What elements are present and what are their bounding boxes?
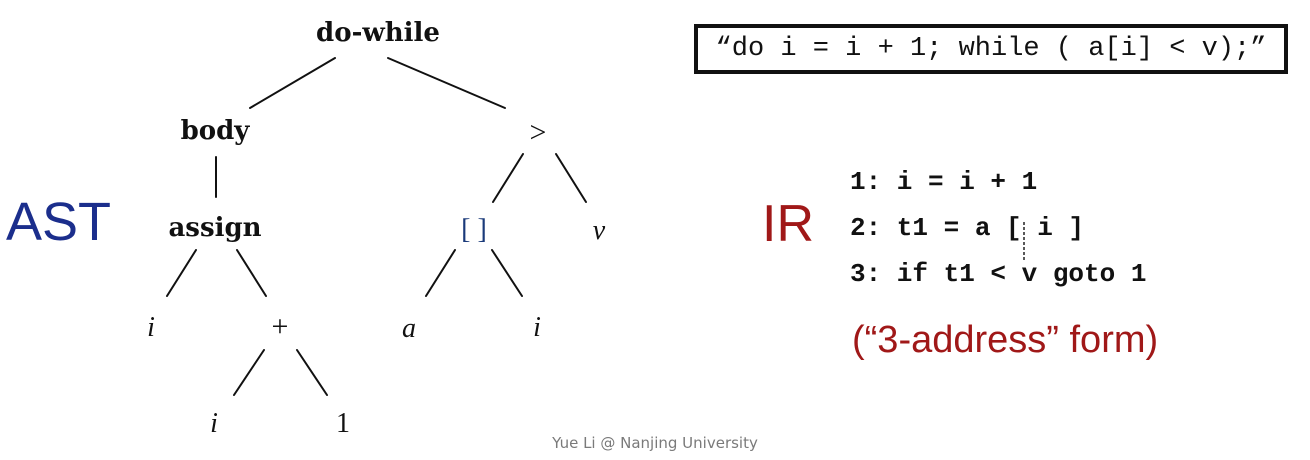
node-greater-than: > (529, 116, 547, 149)
node-i-left: i (147, 312, 155, 343)
edge-gt-index (492, 153, 524, 203)
text-cursor-icon (1023, 222, 1025, 260)
edge-plus-i (233, 349, 265, 396)
node-i-plus: i (210, 408, 218, 439)
edge-assign-i (166, 249, 197, 297)
edge-gt-v (555, 153, 587, 203)
footer-credit: Yue Li @ Nanjing University (552, 434, 758, 452)
node-body: body (180, 116, 250, 146)
ir-form-note: (“3-address” form) (852, 319, 1159, 361)
ir-line-2: 2: t1 = a [ i ] (850, 213, 1085, 243)
edge-assign-plus (236, 249, 267, 297)
node-one: 1 (336, 408, 350, 439)
source-code-text: “do i = i + 1; while ( a[i] < v);” (715, 34, 1267, 64)
node-assign: assign (168, 213, 262, 243)
ast-label: AST (6, 192, 112, 252)
ir-line-1: 1: i = i + 1 (850, 167, 1038, 197)
node-array-index: [ ] (461, 214, 487, 245)
edge-plus-1 (296, 349, 328, 396)
ir-label: IR (762, 195, 814, 253)
edge-dowhile-body (249, 57, 336, 109)
ir-code: 1: i = i + 1 2: t1 = a [ i ] 3: if t1 < … (850, 164, 1146, 302)
node-v: v (592, 215, 606, 246)
node-do-while: do-while (316, 18, 440, 48)
node-i-index: i (533, 312, 541, 343)
edge-index-i (491, 249, 523, 297)
edge-index-a (425, 249, 456, 297)
edge-dowhile-gt (387, 57, 506, 109)
node-plus: + (271, 310, 289, 343)
ir-line-3: 3: if t1 < v goto 1 (850, 259, 1147, 289)
node-a: a (402, 313, 416, 344)
source-code-box: “do i = i + 1; while ( a[i] < v);” (694, 24, 1288, 74)
